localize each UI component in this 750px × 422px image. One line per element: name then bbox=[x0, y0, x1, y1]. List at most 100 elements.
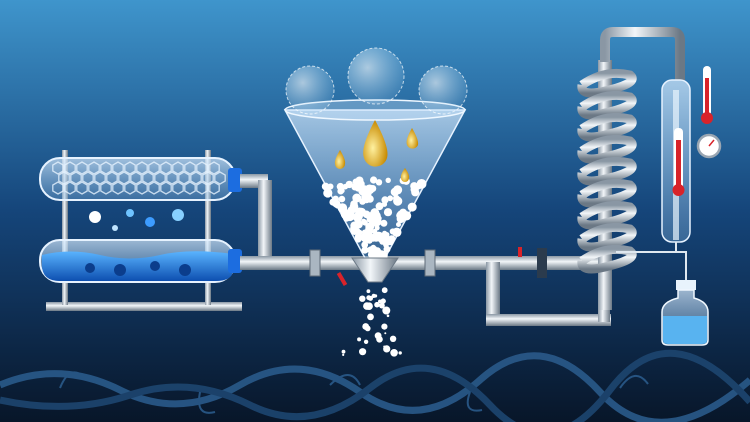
sphere bbox=[361, 246, 369, 254]
hexagon-cell bbox=[112, 161, 124, 175]
coil-turn bbox=[577, 112, 637, 142]
sphere bbox=[388, 235, 396, 243]
hexagon-cell bbox=[58, 171, 70, 185]
hexagon-cell bbox=[124, 161, 136, 175]
hexagon-cell bbox=[196, 161, 208, 175]
falling-particle bbox=[389, 335, 397, 342]
hexagon-cell bbox=[196, 181, 208, 195]
falling-particle bbox=[374, 301, 380, 308]
sphere bbox=[383, 245, 391, 253]
sphere bbox=[345, 180, 353, 189]
falling-particle bbox=[398, 351, 402, 355]
hexagon-cell bbox=[178, 171, 190, 185]
hexagon-cell bbox=[88, 161, 100, 175]
sphere bbox=[411, 188, 420, 197]
falling-particle bbox=[359, 295, 366, 302]
coil-turn bbox=[577, 68, 637, 98]
coil-turn bbox=[577, 222, 637, 252]
falling-particle bbox=[390, 349, 398, 357]
sphere bbox=[327, 183, 334, 190]
coil-turn bbox=[577, 244, 637, 274]
sphere bbox=[350, 200, 358, 208]
hexagon-cell bbox=[208, 161, 220, 175]
hexagon-cell bbox=[148, 161, 160, 175]
falling-particle bbox=[363, 339, 369, 344]
liquid-cylinder-icon bbox=[39, 239, 242, 283]
falling-particle bbox=[386, 314, 390, 318]
glass-cylinder-icon bbox=[39, 157, 242, 201]
hexagon-cell bbox=[100, 161, 112, 175]
sphere bbox=[393, 185, 403, 195]
falling-particle bbox=[342, 353, 345, 356]
hexagon-cell bbox=[118, 171, 130, 185]
falling-particle bbox=[383, 345, 386, 348]
sphere bbox=[371, 228, 378, 235]
sphere bbox=[392, 227, 402, 237]
hexagon-cell bbox=[76, 161, 88, 175]
sphere bbox=[407, 202, 417, 212]
coil-turn bbox=[577, 178, 637, 208]
hexagon-cell bbox=[184, 181, 196, 195]
sphere bbox=[329, 198, 337, 206]
hexagon-cell bbox=[172, 161, 184, 175]
sphere bbox=[338, 195, 346, 203]
hexagon-cell bbox=[76, 181, 88, 195]
sphere bbox=[364, 233, 370, 240]
sphere bbox=[355, 186, 361, 192]
hexagon-cell bbox=[88, 181, 100, 195]
falling-particle bbox=[378, 333, 381, 336]
hexagon-cell bbox=[202, 171, 214, 185]
sphere bbox=[387, 195, 394, 202]
hexagon-cell bbox=[190, 171, 202, 185]
sphere bbox=[374, 251, 380, 257]
sphere bbox=[334, 203, 341, 209]
hexagon-cell bbox=[52, 161, 64, 175]
hexagon-cell bbox=[208, 181, 220, 195]
sphere bbox=[393, 194, 400, 202]
sphere bbox=[375, 202, 384, 211]
falling-particle bbox=[374, 332, 382, 340]
hexagon-cell bbox=[94, 171, 106, 185]
sphere bbox=[370, 176, 378, 184]
hexagon-cell bbox=[214, 171, 226, 185]
sphere bbox=[396, 213, 403, 219]
falling-particles bbox=[341, 287, 402, 357]
cylinder-stand bbox=[46, 150, 242, 311]
sphere bbox=[353, 211, 363, 221]
funnel-icon bbox=[283, 99, 467, 287]
hexagon-cell bbox=[184, 161, 196, 175]
collection-bottle-icon bbox=[661, 280, 709, 346]
particles bbox=[89, 209, 184, 231]
hexagon-cell bbox=[82, 171, 94, 185]
hexagon-cell bbox=[130, 171, 142, 185]
falling-particle bbox=[382, 306, 391, 315]
sphere bbox=[372, 234, 380, 242]
sphere bbox=[361, 218, 367, 224]
hexagon-cell bbox=[106, 171, 118, 185]
falling-particle bbox=[378, 299, 382, 304]
hexagon-cell bbox=[124, 181, 136, 195]
falling-particle bbox=[367, 313, 374, 321]
hexagon-cell bbox=[64, 161, 76, 175]
falling-particle bbox=[359, 348, 367, 356]
hexagon-cell bbox=[154, 171, 166, 185]
hexagon-cell bbox=[52, 181, 64, 195]
hexagon-cell bbox=[100, 181, 112, 195]
falling-particle bbox=[380, 298, 386, 304]
sphere bbox=[323, 188, 333, 198]
bubble-icon bbox=[285, 47, 468, 115]
spiral-coil-column-icon bbox=[577, 27, 685, 310]
hexagon-cell bbox=[172, 181, 184, 195]
sphere bbox=[384, 232, 390, 238]
sphere bbox=[367, 246, 374, 253]
coil-turn bbox=[577, 200, 637, 230]
sphere bbox=[367, 214, 376, 223]
sphere bbox=[375, 179, 383, 186]
sphere bbox=[354, 235, 362, 243]
sphere bbox=[379, 237, 386, 244]
sphere bbox=[369, 185, 377, 192]
hexagon-cell bbox=[166, 171, 178, 185]
falling-particle bbox=[379, 302, 385, 309]
hexagon-cell bbox=[136, 161, 148, 175]
vine-border-icon bbox=[0, 350, 750, 422]
